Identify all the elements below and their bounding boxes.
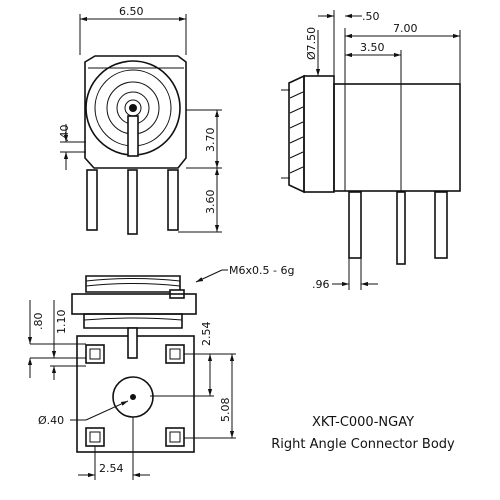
bottom-pin-spacing-h-label: 2.54 — [99, 462, 124, 475]
side-pin-offset-label: .96 — [312, 278, 330, 291]
side-half-depth-label: 3.50 — [360, 41, 385, 54]
front-view: 6.50 3.70 3.60 .40 — [58, 5, 222, 235]
bottom-hole-dia-label: Ø.40 — [38, 414, 64, 427]
bottom-pin-spacing-v-label: 2.54 — [200, 322, 213, 347]
side-depth-label: 7.00 — [393, 22, 418, 35]
front-width-label: 6.50 — [119, 5, 144, 18]
bottom-square-label: 5.08 — [219, 398, 232, 423]
front-mid-height-label: 3.70 — [204, 128, 217, 153]
side-view: .50 7.00 3.50 Ø7.50 .96 — [281, 10, 461, 291]
part-number: XKT-C000-NGAY — [312, 415, 414, 430]
front-gap-label: .40 — [58, 125, 71, 143]
bottom-view: M6x0.5 - 6g .80 1.10 2.54 5.08 Ø.40 2.54 — [27, 264, 294, 480]
bottom-pad-size-label: .80 — [32, 313, 45, 331]
thread-spec-label: M6x0.5 - 6g — [229, 264, 294, 277]
side-flange-label: .50 — [362, 10, 380, 23]
part-description: Right Angle Connector Body — [271, 437, 455, 452]
bottom-flange-height-label: 1.10 — [55, 310, 68, 335]
front-pin-length-label: 3.60 — [204, 190, 217, 215]
side-thread-dia-label: Ø7.50 — [305, 27, 318, 60]
